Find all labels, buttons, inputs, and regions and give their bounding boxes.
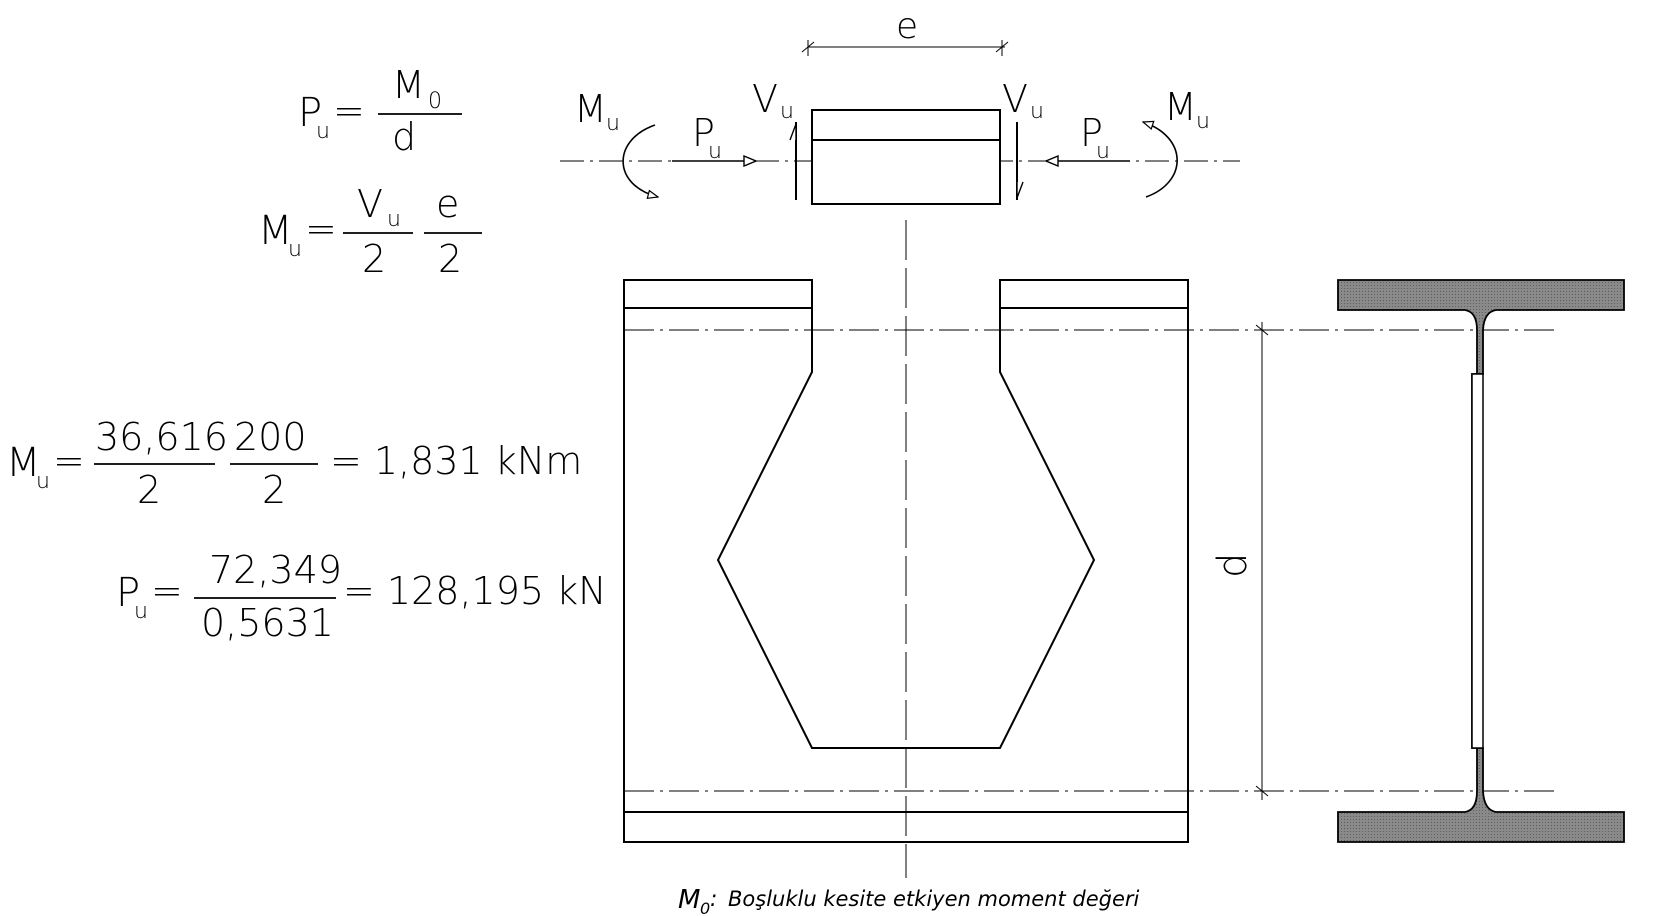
i-section-cross-section	[1337, 279, 1625, 843]
pu-general-numerator: M	[392, 63, 425, 107]
top-flange-right	[999, 279, 1189, 309]
mu-numeric-lhs: M	[6, 440, 41, 486]
mu-general-den2: 2	[438, 237, 462, 281]
axial-label-right-sub: u	[1096, 139, 1110, 164]
pu-general-lhs: P	[298, 90, 322, 136]
moment-label-right: M	[1164, 85, 1197, 129]
axial-label-left: P	[692, 111, 715, 155]
caption-symbol: M	[678, 885, 700, 915]
mu-general-den1: 2	[362, 237, 386, 281]
bottom-flange	[623, 811, 1189, 843]
shear-arrow-left	[789, 123, 797, 141]
pu-numeric-lhs-sub: u	[134, 599, 148, 624]
mu-numeric-equals: =	[53, 439, 85, 483]
pu-general-denominator: d	[392, 115, 416, 159]
shear-label-left-sub: u	[780, 99, 794, 124]
mu-numeric-den2: 2	[262, 468, 286, 512]
caption-text: Boşluklu kesite etkiyen moment değeri	[728, 887, 1140, 911]
mu-general-equals: =	[305, 207, 337, 251]
axial-label-right: P	[1080, 111, 1103, 155]
dimension-slash-right	[995, 41, 1009, 53]
i-section-shape	[1337, 279, 1625, 843]
pu-numeric-equals: =	[151, 569, 183, 613]
formula-pu-general: P u = M 0 d	[298, 63, 462, 159]
caption: M 0 : Boşluklu kesite etkiyen moment değ…	[678, 885, 1140, 916]
shear-arrow-right	[1016, 181, 1024, 199]
top-flange-left	[623, 279, 813, 309]
caption-symbol-sub: 0	[700, 899, 710, 916]
moment-label-left: M	[574, 87, 607, 131]
pu-numeric-lhs: P	[116, 570, 140, 616]
pu-general-equals: =	[333, 89, 365, 133]
pu-numeric-denominator: 0,5631	[201, 601, 334, 645]
free-body-diagram: e M u V u P u V u P u M u	[560, 6, 1240, 205]
pu-numeric-numerator: 72,349	[209, 548, 342, 592]
mu-general-lhs-sub: u	[288, 237, 302, 262]
pu-general-lhs-sub: u	[316, 119, 330, 144]
dimension-slash-left	[801, 41, 815, 53]
shear-label-right-sub: u	[1030, 99, 1044, 124]
mu-numeric-lhs-sub: u	[36, 469, 50, 494]
mu-numeric-num1: 36,616	[95, 415, 228, 459]
moment-label-right-sub: u	[1196, 109, 1210, 134]
beam-elevation: d	[623, 220, 1556, 878]
i-section-web-gap	[1471, 373, 1484, 749]
pu-general-numerator-sub: 0	[428, 89, 442, 114]
moment-arc-left	[622, 124, 658, 197]
formula-pu-numeric: P u = 72,349 0,5631 = 128,195 kN	[116, 548, 607, 645]
moment-arc-right	[1143, 122, 1178, 198]
formula-mu-numeric: M u = 36,616 2 200 2 = 1,831 kNm	[6, 415, 582, 512]
mu-numeric-num2: 200	[234, 415, 307, 459]
caption-colon: :	[710, 887, 717, 912]
mu-general-lhs: M	[258, 208, 293, 254]
dimension-label-e: e	[896, 6, 918, 47]
pu-numeric-result: = 128,195 kN	[343, 569, 607, 613]
web-side-edges	[623, 308, 1189, 812]
mu-numeric-den1: 2	[137, 468, 161, 512]
dimension-d-slash-bottom	[1255, 785, 1269, 797]
dimension-label-d: d	[1210, 553, 1256, 578]
mu-general-num2: e	[436, 182, 459, 226]
hexagonal-opening	[716, 308, 1096, 749]
moment-label-left-sub: u	[606, 111, 620, 136]
shear-label-right: V	[1002, 77, 1028, 121]
formula-mu-general: M u = V u 2 e 2	[258, 182, 482, 281]
mu-general-num1: V	[357, 182, 383, 226]
shear-label-left: V	[752, 77, 778, 121]
beam-segment	[811, 109, 1001, 205]
mu-general-num1-sub: u	[387, 207, 401, 232]
axial-label-left-sub: u	[708, 139, 722, 164]
dimension-d-slash-top	[1255, 324, 1269, 336]
mu-numeric-result: = 1,831 kNm	[330, 439, 582, 483]
